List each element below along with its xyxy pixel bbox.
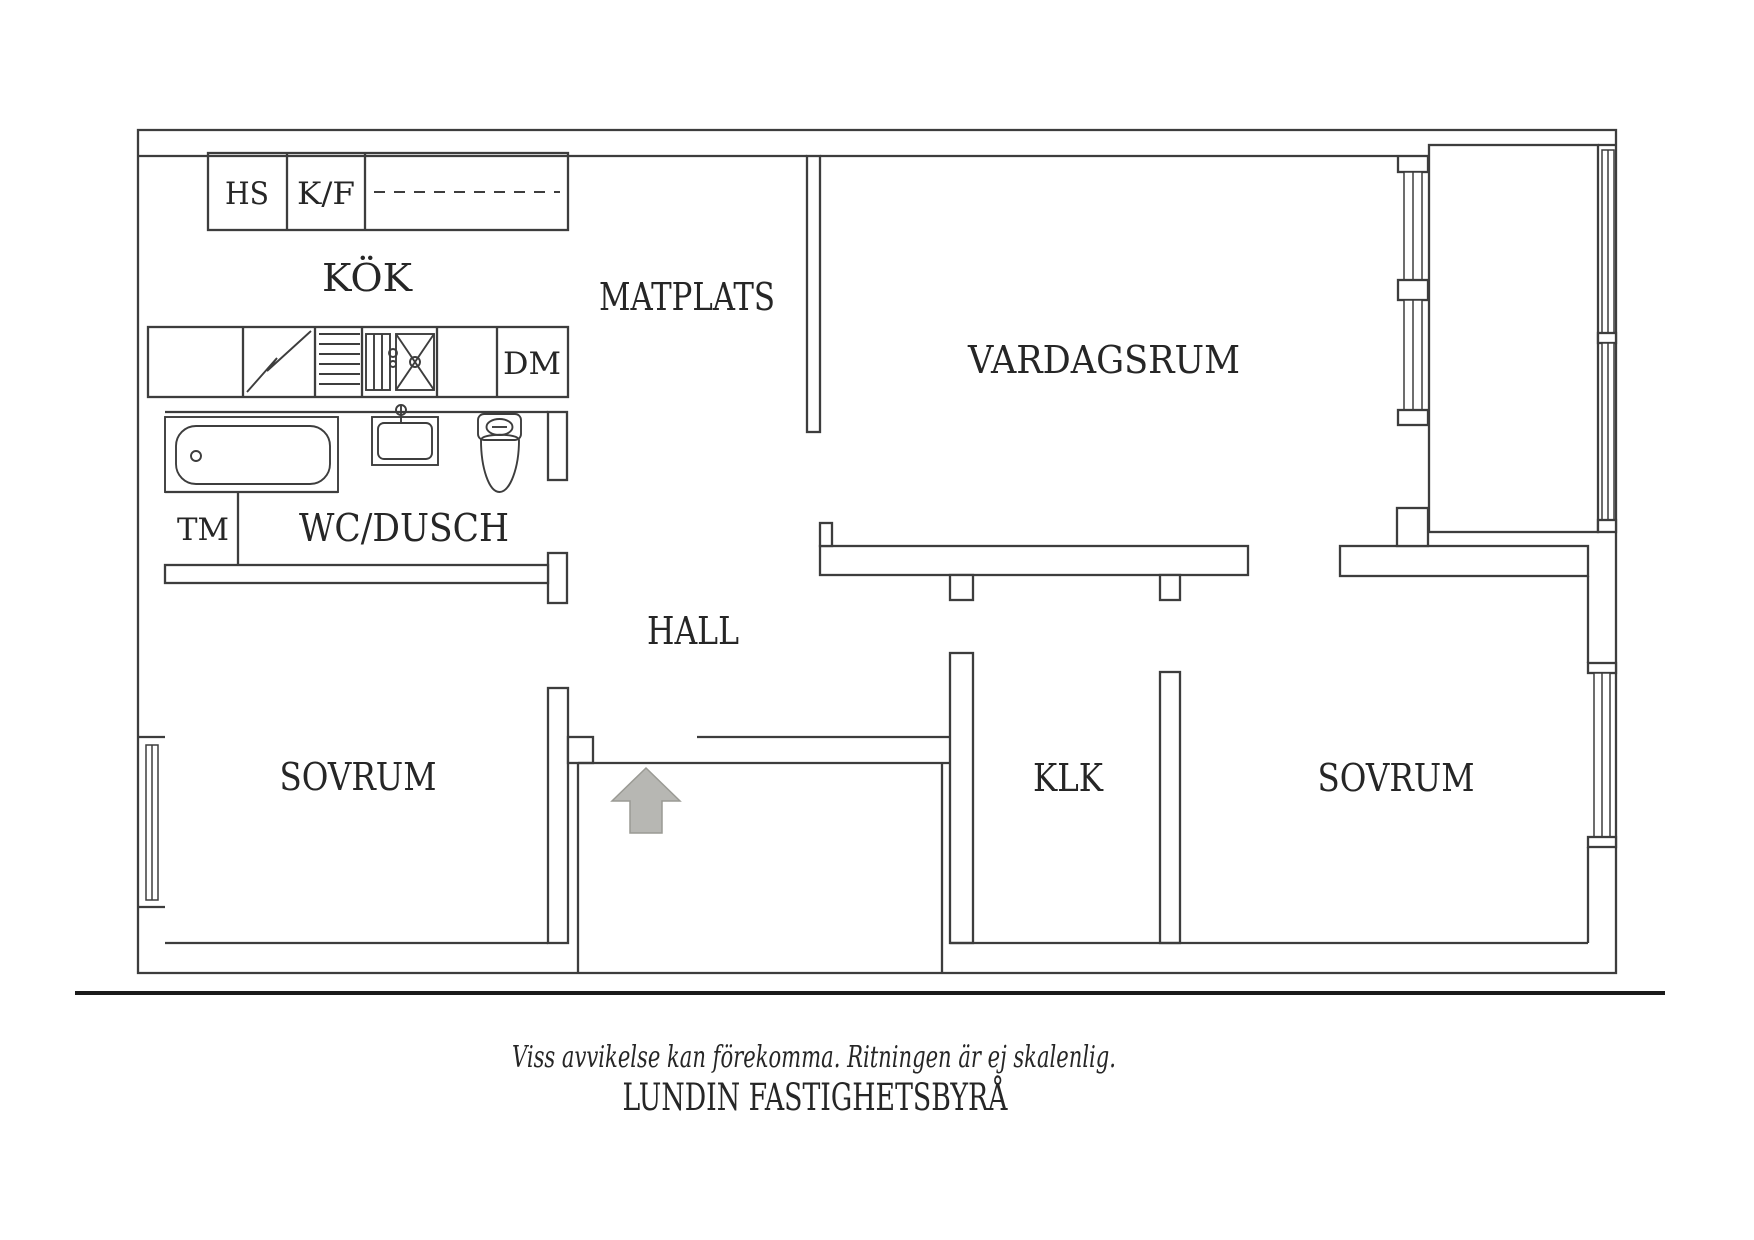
wc-dusch-label: WC/DUSCH bbox=[299, 506, 509, 550]
sovrum-right-label: SOVRUM bbox=[1318, 756, 1475, 800]
bathroom-south-wall bbox=[163, 563, 550, 585]
footer-disclaimer: Viss avvikelse kan förekomma. Ritningen … bbox=[512, 1040, 1116, 1075]
wall-pier bbox=[1396, 278, 1430, 302]
sovrum-left-east-wall bbox=[546, 686, 570, 945]
kf-label: K/F bbox=[297, 176, 355, 212]
lower-counter-row bbox=[146, 325, 570, 399]
drawer-unit-icon bbox=[319, 333, 360, 385]
bathroom-east-wall bbox=[546, 410, 569, 482]
hall-vardagsrum-wall bbox=[818, 521, 1250, 602]
bathroom-walls bbox=[163, 410, 569, 605]
matplats-label: MATPLATS bbox=[599, 275, 775, 319]
wall-pier bbox=[1596, 331, 1618, 345]
hs-label: HS bbox=[225, 176, 269, 212]
vardagsrum-window-wall bbox=[1396, 154, 1430, 427]
balcony-stub-wall bbox=[1395, 506, 1430, 548]
balcony-outline bbox=[1427, 143, 1600, 534]
dm-label: DM bbox=[503, 346, 561, 382]
outer-wall bbox=[136, 128, 1618, 975]
wall-band bbox=[818, 544, 1250, 577]
kitchen-layer bbox=[146, 151, 570, 399]
washbasin-icon bbox=[371, 404, 439, 466]
wall-layer bbox=[136, 128, 1618, 975]
bathtub-icon bbox=[164, 416, 339, 493]
wall-cap bbox=[1586, 835, 1618, 849]
sovrum-right-top-wall bbox=[1338, 544, 1590, 578]
klk-west-wall bbox=[948, 651, 975, 945]
door-jamb bbox=[948, 573, 975, 602]
vardagsrum-label: VARDAGSRUM bbox=[967, 338, 1240, 382]
bathroom-layer bbox=[164, 404, 522, 493]
door-jamb bbox=[1158, 573, 1182, 602]
hall-south-wall bbox=[576, 735, 950, 973]
footer: Viss avvikelse kan förekomma. Ritningen … bbox=[75, 991, 1665, 1119]
footer-brand: LUNDIN FASTIGHETSBYRÅ bbox=[623, 1075, 1009, 1119]
entrance-jamb bbox=[566, 735, 595, 765]
toilet-icon bbox=[477, 413, 522, 493]
sovrum-left-label: SOVRUM bbox=[280, 755, 437, 799]
sovrum-left-window bbox=[138, 735, 165, 909]
label-layer: HS K/F KÖK MATPLATS DM VARDAGSRUM TM WC/… bbox=[177, 176, 1475, 800]
wall-cap bbox=[1396, 408, 1430, 427]
kok-label: KÖK bbox=[322, 256, 413, 300]
klk-label: KLK bbox=[1033, 756, 1104, 800]
wall-cap bbox=[1596, 518, 1618, 534]
kitchen-sink-icon bbox=[365, 333, 435, 391]
klk-east-wall bbox=[1158, 670, 1182, 945]
wall-cap bbox=[1396, 154, 1430, 174]
door-jamb bbox=[546, 551, 569, 605]
entrance-arrow-icon bbox=[610, 766, 682, 834]
right-wall-windows bbox=[1596, 149, 1618, 534]
sovrum-right-east-wall bbox=[1586, 576, 1618, 943]
stove-icon bbox=[246, 330, 312, 393]
wall-step bbox=[818, 521, 834, 548]
wall-cap bbox=[1586, 661, 1618, 675]
matplats-vardagsrum-wall bbox=[805, 154, 822, 434]
hall-label: HALL bbox=[647, 609, 739, 653]
upper-cabinet-row bbox=[206, 151, 570, 232]
tm-label: TM bbox=[177, 512, 229, 548]
